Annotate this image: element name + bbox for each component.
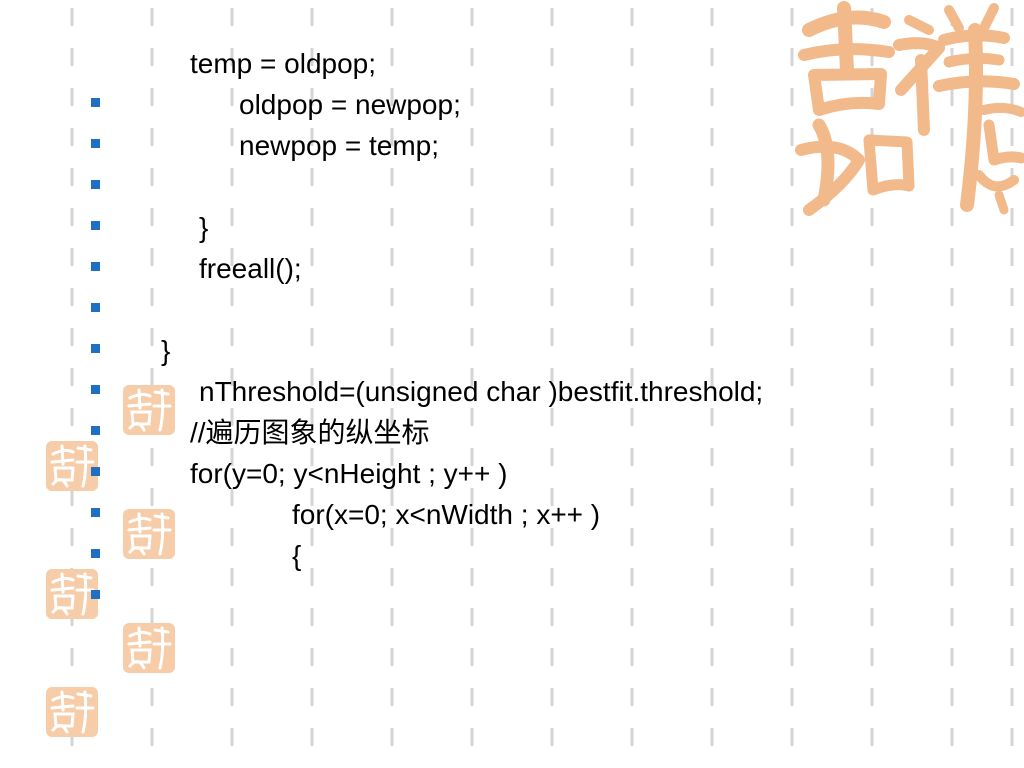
- bullet-marker: [91, 344, 100, 353]
- bullet-marker: [91, 549, 100, 558]
- bullet-marker: [91, 98, 100, 107]
- bullet-marker: [91, 262, 100, 271]
- bullet-marker: [91, 467, 100, 476]
- code-line: oldpop = newpop;: [239, 89, 461, 120]
- code-line: }: [161, 335, 171, 366]
- small-seal-stamp: [123, 623, 175, 673]
- bullet-marker: [91, 139, 100, 148]
- bullet-marker: [91, 508, 100, 517]
- code-line: for(y=0; y<nHeight ; y++ ): [190, 458, 508, 489]
- bullet-marker: [91, 426, 100, 435]
- code-line: temp = oldpop;: [190, 48, 377, 79]
- small-seal-stamp: [46, 441, 98, 491]
- code-line: {: [292, 540, 302, 571]
- code-line: freeall();: [199, 253, 302, 284]
- bullet-marker: [91, 590, 100, 599]
- small-seal-stamp: [123, 385, 175, 435]
- auspicious-seal-logo: [795, 1, 1024, 216]
- small-seal-stamp: [46, 569, 98, 619]
- bullet-marker: [91, 385, 100, 394]
- code-line: }: [199, 212, 209, 243]
- code-line: for(x=0; x<nWidth ; x++ ): [292, 499, 601, 530]
- code-line: newpop = temp;: [239, 130, 440, 161]
- small-seal-stamp: [46, 687, 98, 737]
- code-line: //遍历图象的纵坐标: [190, 417, 430, 448]
- bullet-marker: [91, 221, 100, 230]
- small-seal-stamp: [123, 509, 175, 559]
- code-line: nThreshold=(unsigned char )bestfit.thres…: [199, 376, 764, 407]
- bullet-marker: [91, 303, 100, 312]
- bullet-marker: [91, 180, 100, 189]
